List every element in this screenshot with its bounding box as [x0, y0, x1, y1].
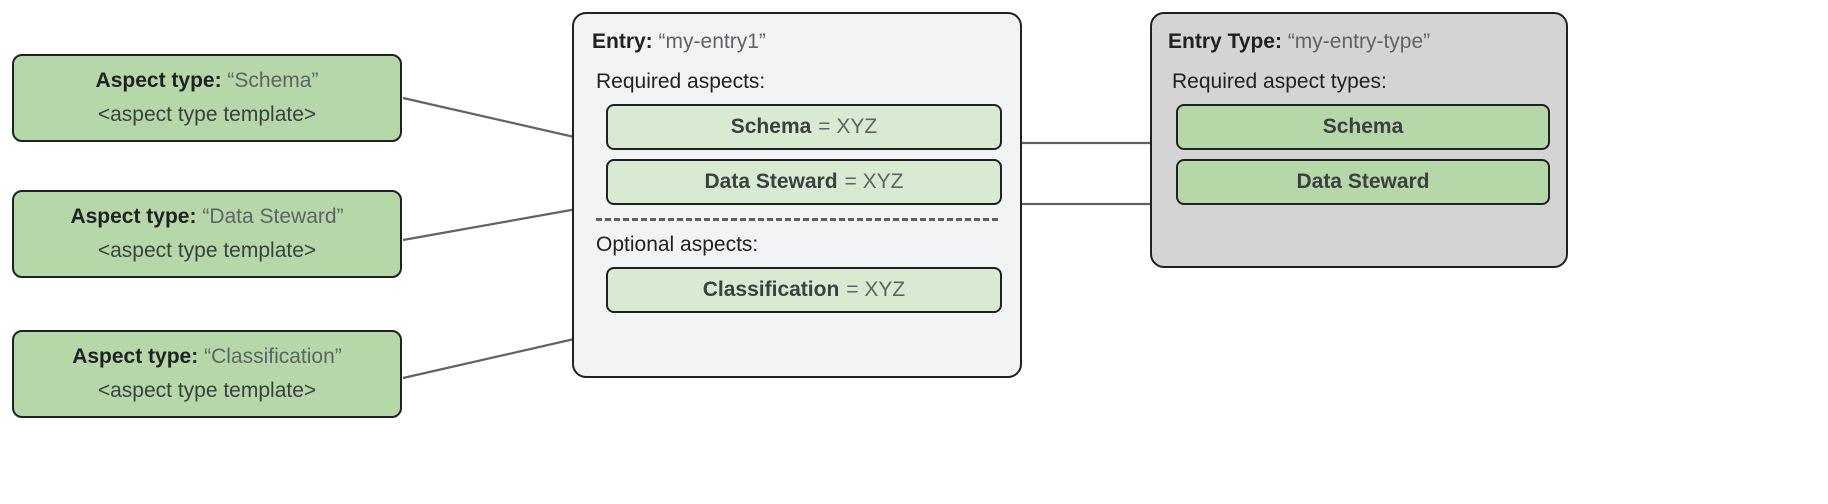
entry-panel-title: Entry: “my-entry1”	[592, 30, 1002, 54]
aspect-type-title: Aspect type: “Schema”	[96, 69, 319, 93]
aspect-name: Classification	[702, 278, 840, 301]
aspect-type-card-classification[interactable]: Aspect type: “Classification” <aspect ty…	[12, 330, 402, 418]
aspect-type-template: <aspect type template>	[97, 379, 317, 402]
entry-type-panel[interactable]: Entry Type: “my-entry-type” Required asp…	[1150, 12, 1568, 268]
entry-label: Entry:	[592, 30, 653, 53]
aspect-type-label: Aspect type:	[72, 345, 199, 368]
aspect-type-template: <aspect type template>	[97, 239, 317, 262]
entry-type-value: “my-entry-type”	[1287, 30, 1431, 53]
aspects-divider	[596, 218, 998, 221]
aspect-type-value: “Data Steward”	[202, 205, 344, 228]
aspect-assignment: = XYZ	[844, 170, 904, 193]
aspect-type-label: Aspect type:	[95, 69, 222, 92]
aspect-type-label: Aspect type:	[70, 205, 197, 228]
aspect-type-template: <aspect type template>	[97, 103, 317, 126]
required-aspect-chip-schema[interactable]: Schema = XYZ	[606, 104, 1002, 150]
aspect-name: Schema	[730, 115, 812, 138]
entry-type-panel-title: Entry Type: “my-entry-type”	[1168, 30, 1550, 54]
aspect-name: Data Steward	[704, 170, 838, 193]
required-aspects-label: Required aspects:	[596, 70, 766, 93]
optional-aspects-label: Optional aspects:	[596, 233, 759, 256]
required-aspect-types-label: Required aspect types:	[1172, 70, 1387, 93]
aspect-type-title: Aspect type: “Classification”	[72, 345, 342, 369]
aspect-assignment: = XYZ	[818, 115, 878, 138]
entry-name-value: “my-entry1”	[658, 30, 766, 53]
aspect-type-value: “Schema”	[227, 69, 319, 92]
aspect-type-value: “Classification”	[204, 345, 342, 368]
entry-panel[interactable]: Entry: “my-entry1” Required aspects: Sch…	[572, 12, 1022, 378]
required-aspect-type-chip-data-steward[interactable]: Data Steward	[1176, 159, 1550, 205]
aspect-type-card-schema[interactable]: Aspect type: “Schema” <aspect type templ…	[12, 54, 402, 142]
required-aspect-chip-data-steward[interactable]: Data Steward = XYZ	[606, 159, 1002, 205]
aspect-type-card-data-steward[interactable]: Aspect type: “Data Steward” <aspect type…	[12, 190, 402, 278]
optional-aspect-chip-classification[interactable]: Classification = XYZ	[606, 267, 1002, 313]
required-aspect-type-chip-schema[interactable]: Schema	[1176, 104, 1550, 150]
entry-type-label: Entry Type:	[1168, 30, 1282, 53]
aspect-type-title: Aspect type: “Data Steward”	[70, 205, 343, 229]
aspect-assignment: = XYZ	[846, 278, 906, 301]
